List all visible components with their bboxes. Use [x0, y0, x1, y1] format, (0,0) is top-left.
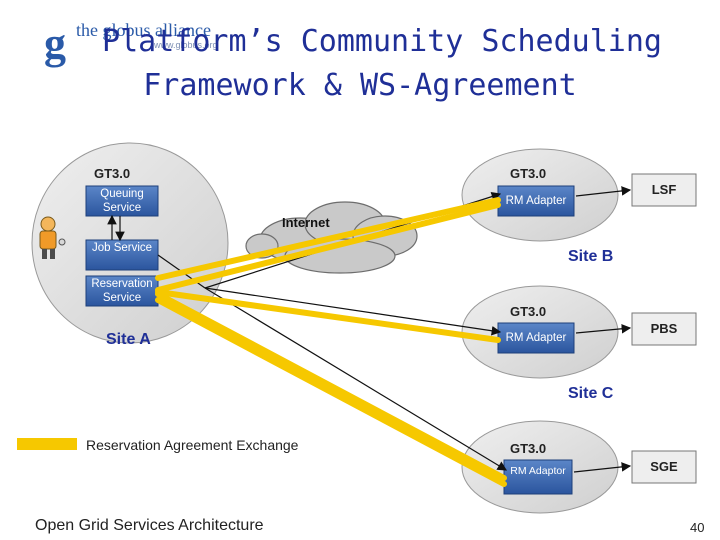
- reservation-service-label: Reservation Service: [91, 278, 153, 304]
- internet-label: Internet: [282, 215, 330, 230]
- site-d-gt-label: GT3.0: [510, 441, 547, 456]
- site-c-gt-label: GT3.0: [510, 304, 547, 319]
- pbs-label: PBS: [650, 321, 678, 336]
- queuing-service-box: [85, 185, 159, 217]
- site-a-label: Site A: [106, 331, 151, 348]
- globus-logo-icon: g: [44, 19, 66, 68]
- pbs-box: [631, 312, 697, 346]
- site-b-label: Site B: [568, 248, 614, 265]
- logo-name: the globus alliance: [76, 20, 211, 40]
- footer-text: Open Grid Services Architecture: [35, 517, 264, 534]
- queuing-service-label: Queuing Service: [100, 188, 144, 214]
- adapter-pbs-link: [575, 323, 632, 334]
- adapter-sge-link: [573, 462, 632, 473]
- slide-title-line-2: Framework & WS-Agreement: [143, 68, 577, 103]
- page-number: 40: [690, 520, 705, 535]
- slide-title-line-1: Platform’s Community Scheduling: [102, 24, 662, 59]
- site-b-adapter-label: RM Adapter: [505, 195, 567, 207]
- site-b-adapter-box: [497, 185, 575, 217]
- job-service-label: Job Service: [91, 242, 153, 254]
- lsf-box: [631, 173, 697, 207]
- user-icon: [39, 216, 66, 259]
- adapter-lsf-link: [575, 186, 632, 197]
- logo-url: www.globus.org: [154, 40, 218, 50]
- site-d-adapter-label: RM Adaptor: [510, 465, 566, 477]
- site-c-adapter-label: RM Adapter: [505, 332, 567, 344]
- agreement-exchange-lines: [155, 197, 507, 487]
- legend-swatch: [17, 438, 77, 450]
- sge-box: [631, 450, 697, 484]
- globus-logo: g the globus alliance www.globus.org: [44, 18, 224, 68]
- site-c-adapter-box: [497, 322, 575, 354]
- site-b-gt-label: GT3.0: [510, 166, 547, 181]
- sge-label: SGE: [650, 459, 678, 474]
- lsf-label: LSF: [651, 182, 677, 197]
- reservation-service-box: [85, 275, 159, 307]
- site-d-adapter-box: [503, 459, 573, 495]
- site-c-label: Site C: [568, 385, 614, 402]
- legend-label: Reservation Agreement Exchange: [86, 437, 299, 453]
- site-a-gt-label: GT3.0: [94, 166, 131, 181]
